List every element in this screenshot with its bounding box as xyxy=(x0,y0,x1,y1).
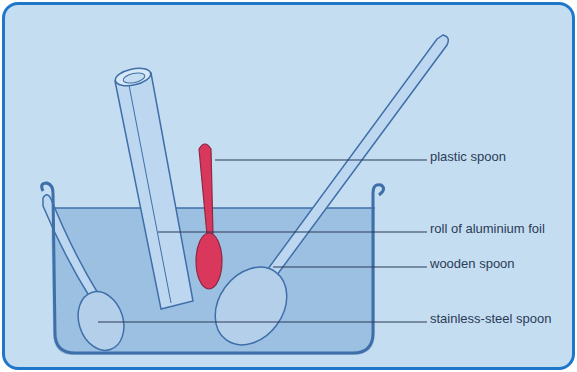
plastic-spoon-bowl xyxy=(196,233,222,289)
foil-roll-end xyxy=(114,65,153,88)
leader-line xyxy=(273,267,427,268)
container-rim xyxy=(373,185,384,248)
foil-roll-hole xyxy=(122,71,145,84)
foil-roll xyxy=(115,73,193,309)
leader-line xyxy=(215,160,427,161)
steel-spoon-bowl xyxy=(71,286,131,357)
wooden-spoon-bowl xyxy=(200,253,301,359)
leader-line xyxy=(158,232,427,233)
foil-roll-seam xyxy=(129,85,171,303)
steel-spoon-handle xyxy=(43,195,99,299)
part-label: stainless-steel spoon xyxy=(428,311,553,327)
wooden-spoon-handle xyxy=(262,35,448,283)
part-label: wooden spoon xyxy=(428,256,517,272)
part-label: plastic spoon xyxy=(428,149,508,165)
part-label: roll of aluminium foil xyxy=(428,221,547,237)
plastic-spoon-handle xyxy=(199,144,213,235)
leader-line xyxy=(98,322,427,323)
